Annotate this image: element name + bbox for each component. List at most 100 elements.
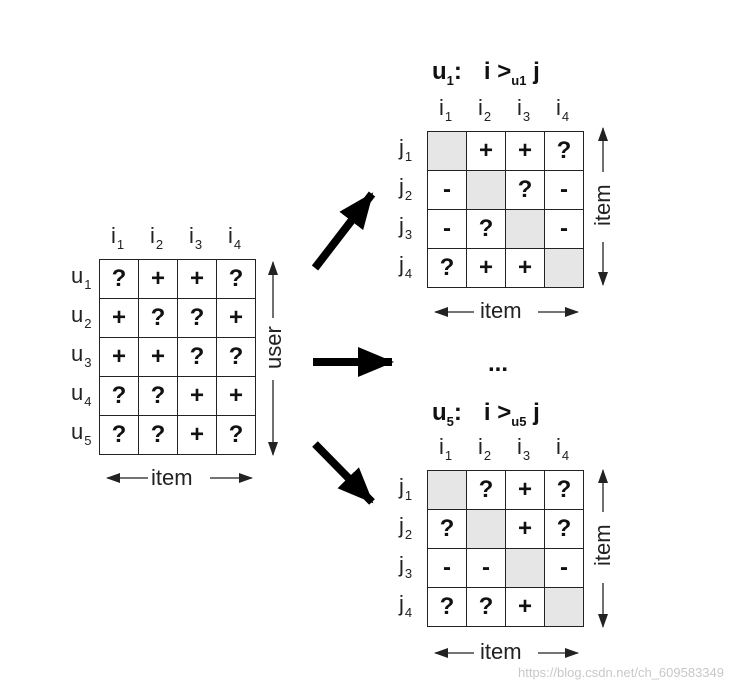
matrix-cell: +	[177, 259, 217, 299]
column-label-sub: 1	[116, 237, 125, 252]
row-label-base: j	[399, 213, 404, 238]
matrix-cell	[466, 170, 506, 210]
ellipsis: ...	[488, 350, 509, 377]
column-label-sub: 3	[522, 448, 531, 463]
row-label-base: u	[71, 302, 84, 327]
matrix-row: ??++	[99, 376, 256, 416]
matrix-cell: ?	[138, 376, 178, 416]
row-label-base: j	[399, 474, 404, 499]
matrix-cell: +	[138, 259, 178, 299]
row-label: j4	[399, 254, 413, 281]
row-label: j4	[399, 591, 413, 620]
column-label-sub: 4	[561, 109, 570, 124]
matrix-cell: ?	[177, 298, 217, 338]
column-label-base: i	[556, 95, 561, 120]
matrix-cell: ?	[466, 470, 506, 510]
bottom-x-axis-label: item	[480, 639, 522, 664]
row-label-sub: 4	[404, 605, 413, 620]
row-label: j1	[399, 135, 413, 164]
matrix-cell: +	[505, 470, 545, 510]
row-label: u3	[71, 343, 91, 370]
column-label: i2	[150, 223, 164, 252]
row-label-base: j	[399, 135, 404, 160]
row-label: j3	[399, 552, 413, 581]
row-label-base: j	[399, 591, 404, 616]
row-label-sub: 4	[84, 394, 92, 409]
column-label-base: i	[517, 434, 522, 459]
matrix-cell: -	[427, 170, 467, 210]
row-label-base: u	[71, 380, 84, 405]
matrix-cell: ?	[216, 337, 256, 377]
row-label-sub: 1	[404, 149, 413, 164]
column-label-base: i	[150, 223, 155, 248]
column-label-sub: 3	[522, 109, 531, 124]
matrix-cell: ?	[99, 376, 139, 416]
matrix-cell: +	[505, 248, 545, 288]
column-label: i1	[439, 95, 452, 124]
matrix-cell	[544, 587, 584, 627]
matrix-cell: ?	[216, 415, 256, 455]
matrix-row: ?++	[427, 248, 584, 288]
column-label-base: i	[556, 434, 561, 459]
column-label-sub: 2	[155, 237, 164, 252]
column-label-base: i	[228, 223, 233, 248]
matrix-cell: ?	[99, 259, 139, 299]
matrix-row: ---	[427, 548, 584, 588]
matrix-row: ?+?	[427, 509, 584, 549]
matrix-cell: ?	[427, 509, 467, 549]
matrix-cell: ?	[99, 415, 139, 455]
row-label-sub: 1	[84, 277, 92, 292]
left-x-axis-label: item	[151, 465, 193, 490]
matrix-row: ?++?	[99, 259, 256, 299]
matrix-cell: ?	[427, 248, 467, 288]
matrix-cell: ?	[466, 209, 506, 249]
matrix-cell: ?	[427, 587, 467, 627]
column-label: i2	[478, 436, 492, 463]
column-label-sub: 1	[444, 448, 453, 463]
column-label-base: i	[478, 95, 483, 120]
matrix-cell: -	[544, 209, 584, 249]
matrix-row: ++?	[427, 131, 584, 171]
row-label: u2	[71, 302, 92, 331]
matrix-cell	[505, 548, 545, 588]
column-label-sub: 2	[483, 109, 492, 124]
column-label-base: i	[111, 223, 116, 248]
matrix-cell: ?	[544, 131, 584, 171]
pairwise-matrix-u5: ?+??+?---??+	[427, 470, 584, 627]
matrix-cell: +	[466, 131, 506, 171]
row-label: j2	[399, 515, 412, 542]
matrix-cell: +	[177, 376, 217, 416]
column-label-base: i	[439, 95, 444, 120]
column-label: i2	[478, 95, 492, 124]
row-label-base: j	[399, 552, 404, 577]
row-label-base: j	[399, 174, 404, 199]
row-label-sub: 3	[404, 566, 413, 581]
matrix-cell: -	[427, 548, 467, 588]
top-y-axis-label: item	[590, 184, 615, 226]
left-y-axis-label: user	[261, 326, 286, 369]
row-label-base: u	[71, 263, 84, 288]
row-label-sub: 5	[84, 433, 92, 448]
arrow-up-right	[311, 191, 376, 271]
matrix-row: ++??	[99, 337, 256, 377]
column-label-sub: 4	[233, 237, 242, 252]
matrix-cell: +	[505, 587, 545, 627]
matrix-cell: ?	[216, 259, 256, 299]
column-label-base: i	[439, 434, 444, 459]
matrix-cell	[466, 509, 506, 549]
row-label-sub: 2	[84, 316, 92, 331]
matrix-cell: +	[99, 337, 139, 377]
top-x-axis-label: item	[480, 298, 522, 323]
matrix-cell	[427, 470, 467, 510]
column-label: i3	[517, 434, 531, 463]
row-label-sub: 4	[404, 266, 413, 281]
row-label-sub: 1	[404, 488, 413, 503]
bottom-y-axis-label: item	[590, 524, 615, 566]
column-label: i1	[439, 434, 453, 463]
column-label: i4	[556, 434, 569, 463]
column-label-base: i	[189, 223, 194, 248]
matrix-cell	[505, 209, 545, 249]
row-label-sub: 3	[404, 227, 413, 242]
column-label-sub: 2	[483, 448, 492, 463]
